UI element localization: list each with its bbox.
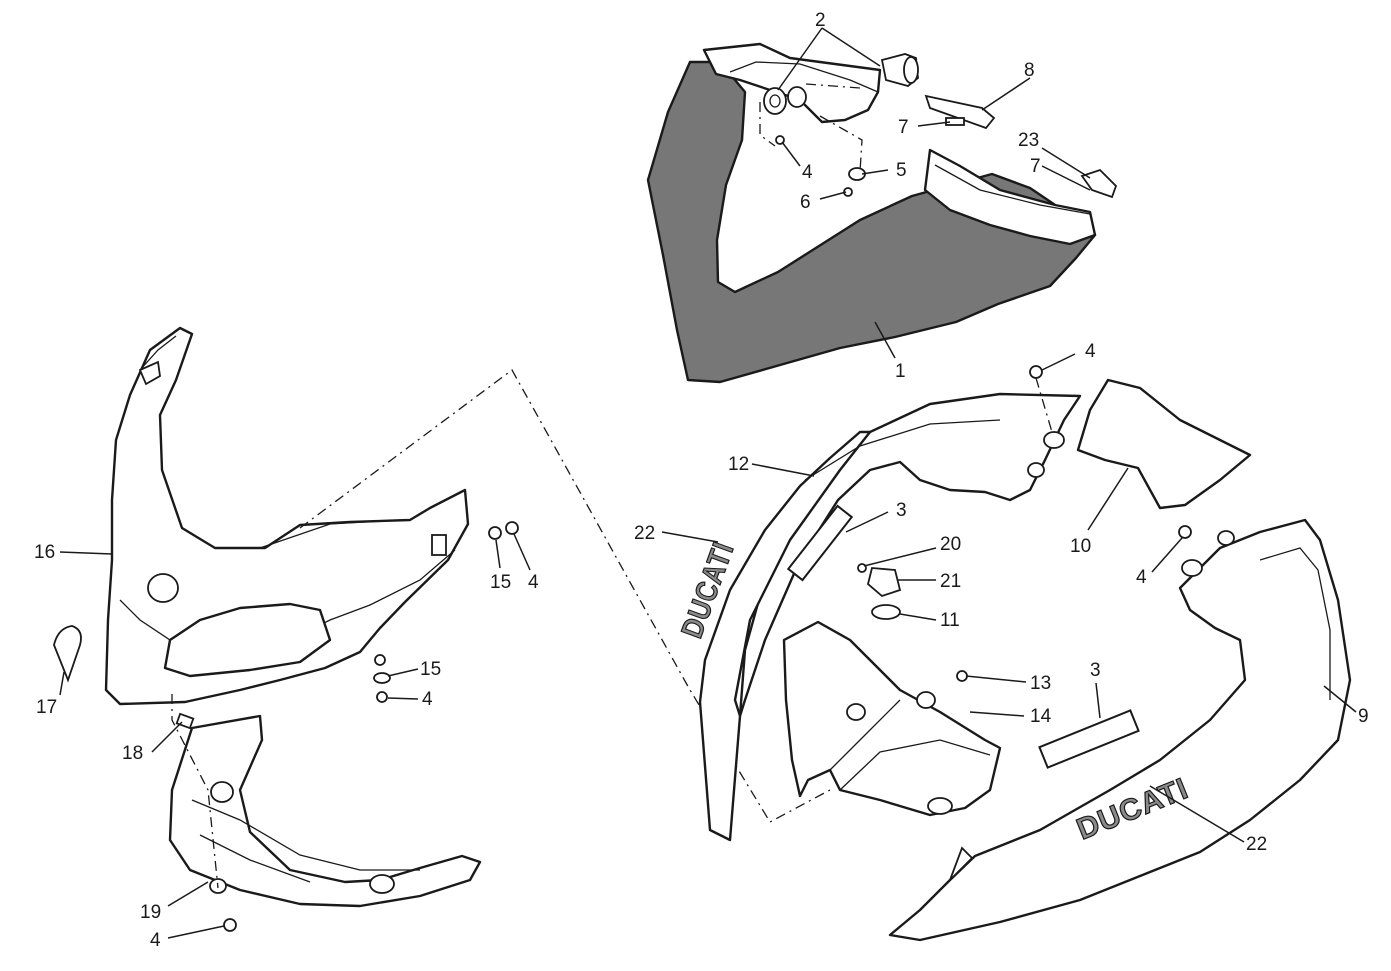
air-duct-part-10 (1076, 378, 1252, 510)
callout-4-right: 4 (1136, 567, 1147, 588)
callout-8: 8 (1024, 60, 1035, 81)
callout-5: 5 (896, 160, 907, 181)
callout-15-lower: 15 (420, 659, 441, 680)
callout-12: 12 (728, 454, 749, 475)
callout-20: 20 (940, 534, 961, 555)
callout-4-left-lower: 4 (422, 689, 433, 710)
callout-9: 9 (1358, 706, 1369, 727)
upper-fairing-part-1 (646, 42, 1097, 384)
hardware-cluster-top (759, 53, 1118, 199)
callout-numbers: 2 8 7 23 7 4 5 6 1 4 12 10 3 22 20 21 11… (34, 10, 1369, 951)
callout-19: 19 (140, 902, 161, 923)
callout-7-lower: 7 (1030, 156, 1041, 177)
cap-part-17 (53, 625, 82, 683)
callout-22-left: 22 (634, 523, 655, 544)
callout-4-left-upper: 4 (528, 572, 539, 593)
callout-15-upper: 15 (490, 572, 511, 593)
callout-13: 13 (1030, 673, 1051, 694)
callout-4-top: 4 (802, 162, 813, 183)
callout-22-right: 22 (1246, 834, 1267, 855)
callout-21: 21 (940, 571, 961, 592)
hardware-cluster-center (786, 504, 1140, 769)
callout-7-upper: 7 (898, 117, 909, 138)
callout-3-upper: 3 (896, 500, 907, 521)
callout-17: 17 (36, 697, 57, 718)
callout-3-lower: 3 (1090, 660, 1101, 681)
callout-23: 23 (1018, 130, 1039, 151)
callout-11: 11 (940, 610, 960, 631)
callout-10: 10 (1070, 536, 1091, 557)
callout-4-bottom: 4 (150, 930, 161, 951)
callout-4-center: 4 (1085, 341, 1096, 362)
callout-2: 2 (815, 10, 826, 31)
inner-panel-part-14 (782, 620, 1002, 817)
callout-14: 14 (1030, 706, 1052, 727)
leader-lines (59, 27, 1357, 939)
belly-pan-part-19 (168, 712, 482, 908)
assembly-line-center (299, 369, 831, 823)
callout-1: 1 (895, 361, 906, 382)
callout-6: 6 (800, 192, 811, 213)
hardware-cluster-left (223, 521, 519, 932)
left-side-fairing-part-16 (104, 326, 470, 706)
callout-16: 16 (34, 542, 55, 563)
right-side-fairing-part-9 (888, 518, 1352, 942)
callout-18: 18 (122, 743, 143, 764)
